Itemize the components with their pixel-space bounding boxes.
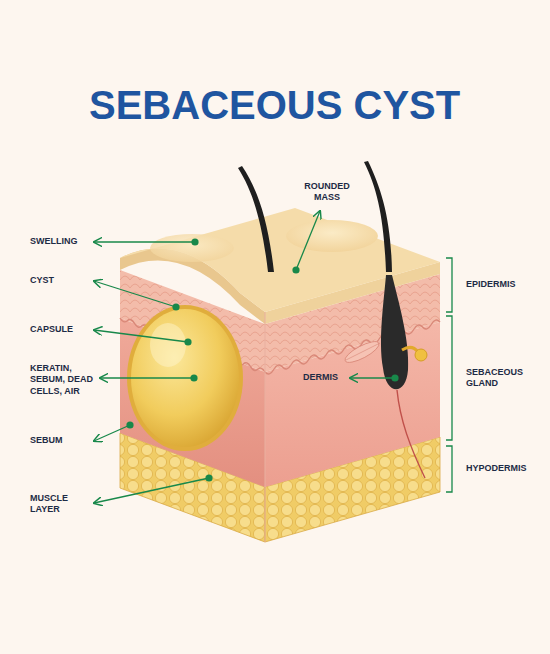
part-label: MUSCLE LAYER [30,493,92,516]
part-label: ROUNDED MASS [296,181,358,204]
part-label: HYPODERMIS [466,463,546,474]
part-label: SEBACEOUS GLAND [466,367,540,390]
part-label: DERMIS [303,372,347,383]
part-label: CYST [30,275,92,286]
part-label: CAPSULE [30,324,92,335]
part-label: EPIDERMIS [466,279,546,290]
part-label: SEBUM [30,435,92,446]
part-label: KERATIN, SEBUM, DEAD CELLS, AIR [30,363,96,397]
diagram-title: SEBACEOUS CYST [89,83,460,128]
part-label: SWELLING [30,236,92,247]
